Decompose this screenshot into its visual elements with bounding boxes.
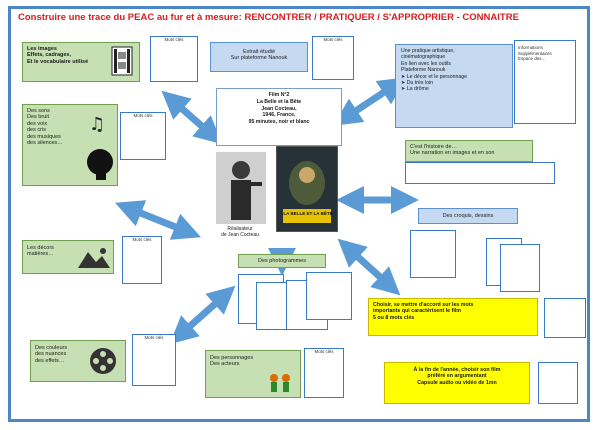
director-caption: Réalisateur de Jean Cocteau: [200, 226, 280, 238]
croquis-frame-3[interactable]: [500, 244, 540, 292]
film-label: Film N°2 La Belle et la Bête Jean Coctea…: [248, 92, 310, 126]
director-caption-text: Réalisateur de Jean Cocteau: [221, 226, 259, 238]
characters-icon: [266, 372, 294, 394]
couleurs-label: Des couleurs des nuances des effets…: [35, 345, 68, 364]
croquis-frame-1[interactable]: [410, 230, 456, 278]
personnages-label: Des personnages Des acteurs: [210, 355, 254, 368]
sound-note: Mots clés: [133, 113, 153, 118]
arrow-choisir: [337, 238, 401, 296]
histoire-box: C'est l'histoire de… Une narration en im…: [405, 140, 533, 162]
decors-box: Les décors matières…: [22, 240, 114, 274]
page-title: Construire une trace du PEAC au fur et à…: [18, 12, 519, 23]
film-poster: LA BELLE ET LA BÊTE: [276, 146, 338, 232]
fin-answer-box[interactable]: [538, 362, 578, 404]
poster-title: LA BELLE ET LA BÊTE: [283, 211, 333, 216]
choisir-box: Choisir, se mettre d'accord sur les mots…: [368, 298, 538, 336]
pratique-label: Une pratique artistique, cinématographiq…: [401, 48, 468, 93]
croquis-box: Des croquis, dessins: [418, 208, 518, 224]
silhouette-head-icon: [82, 146, 116, 180]
choisir-label: Choisir, se mettre d'accord sur les mots…: [373, 302, 474, 321]
platform-note-box[interactable]: Mots clés: [312, 36, 354, 80]
platform-note: Mots clés: [323, 37, 343, 42]
fin-box: À la fin de l'année, choisir son film pr…: [384, 362, 530, 404]
music-notes-icon: ♫: [86, 110, 112, 136]
images-label: Les images Effets, cadrages, Et le vocab…: [27, 46, 89, 65]
pratique-side-box[interactable]: Informations Supplémentaires Espace des…: [514, 40, 576, 124]
croquis-label: Des croquis, dessins: [442, 213, 494, 219]
histoire-answer-box[interactable]: [405, 162, 555, 184]
couleurs-note: Mots clés: [144, 335, 164, 340]
pratique-box: Une pratique artistique, cinématographiq…: [395, 44, 513, 128]
personnages-note-box[interactable]: Mots clés: [304, 348, 344, 398]
photogrammes-label: Des photogrammes: [258, 258, 306, 264]
film-strip-icon: [110, 46, 134, 76]
svg-text:♫: ♫: [89, 114, 105, 135]
pratique-side-note: Informations Supplémentaires Espace des…: [518, 45, 552, 61]
photogramme-frame-4[interactable]: [306, 272, 352, 320]
platform-label: Extrait étudié Sur plateforme Nanouk: [230, 49, 288, 62]
arrow-images: [161, 90, 223, 145]
arrow-decors: [115, 200, 201, 240]
sound-label: Des sons Des bruit des voix des cris des…: [27, 108, 63, 147]
choisir-answer-box[interactable]: [544, 298, 586, 338]
arrow-couleurs: [169, 285, 236, 345]
director-photo: [216, 152, 266, 224]
fin-label: À la fin de l'année, choisir son film pr…: [413, 367, 501, 386]
images-note-box[interactable]: Mots clés: [150, 36, 198, 82]
decors-note: Mots clés: [132, 237, 152, 242]
platform-box: Extrait étudié Sur plateforme Nanouk: [210, 42, 308, 72]
photogrammes-box: Des photogrammes: [238, 254, 326, 268]
film-reel-icon: [88, 346, 118, 376]
histoire-label: C'est l'histoire de… Une narration en im…: [410, 144, 495, 157]
film-info-box: Film N°2 La Belle et la Bête Jean Coctea…: [216, 88, 342, 146]
decors-note-box[interactable]: Mots clés: [122, 236, 162, 284]
images-note: Mots clés: [164, 37, 184, 42]
arrow-pratique: [333, 77, 407, 126]
couleurs-note-box[interactable]: Mots clés: [132, 334, 176, 386]
decors-label: Les décors matières…: [27, 245, 54, 258]
landscape-icon: [78, 246, 110, 268]
personnages-note: Mots clés: [314, 349, 334, 354]
sound-note-box[interactable]: Mots clés: [120, 112, 166, 160]
